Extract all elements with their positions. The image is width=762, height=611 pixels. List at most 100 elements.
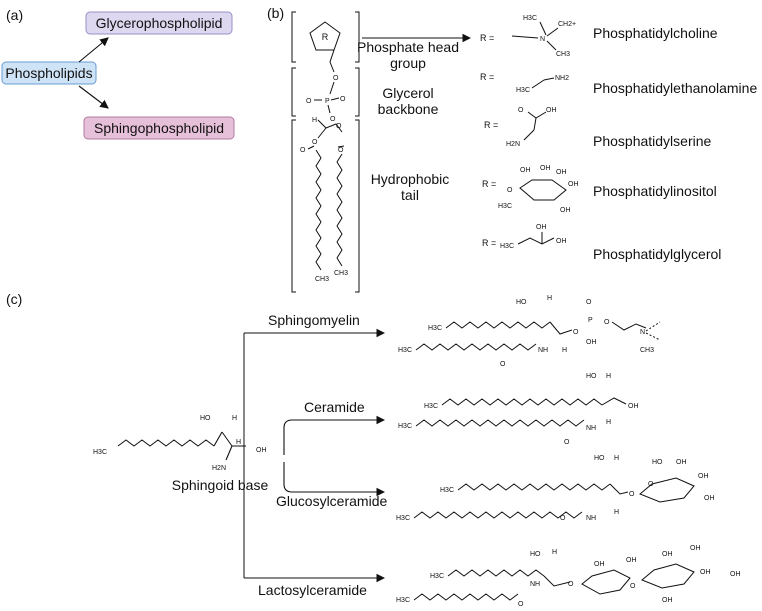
sm-n: N <box>640 329 645 336</box>
species-phosphatidylinositol: Phosphatidylinositol <box>593 183 717 199</box>
arrow-ceramide <box>283 415 386 455</box>
r-linker <box>329 49 335 73</box>
sphingoid-wedge-nh2 <box>225 445 233 461</box>
lac-o-1: O <box>568 581 574 588</box>
cer-o: O <box>564 439 570 446</box>
inositol-oh-2: OH <box>556 169 567 176</box>
sphingoid-wedge-ho <box>213 431 223 447</box>
backbone-label-line2: backbone <box>378 101 439 117</box>
inositol-oh-1: OH <box>540 165 551 172</box>
headgroup-label-line2: group <box>390 55 426 71</box>
sm-p: P <box>588 317 593 324</box>
ethanolamine-nh2: NH2 <box>555 75 569 82</box>
sm-ho: HO <box>516 299 527 306</box>
sm-h3c-1: H3C <box>428 325 442 332</box>
lac-chain-2 <box>413 593 519 601</box>
serine-h2n: H2N <box>506 141 520 148</box>
panel-label-b: (b) <box>267 5 284 21</box>
sm-o-4: O <box>500 361 506 368</box>
glc-oh-2: OH <box>698 473 709 480</box>
inositol-oh-3: OH <box>568 181 579 188</box>
fatty-acid-chain-left <box>315 149 322 271</box>
glc-chain-2 <box>413 511 583 519</box>
glycerol-r-oh-1: OH <box>536 224 547 231</box>
atom-ch3-right: CH3 <box>334 270 348 277</box>
lac-nh: NH <box>530 581 540 588</box>
sm-o-2: O <box>586 299 592 306</box>
sphingoid-h-1: H <box>232 415 237 422</box>
serine-oh: OH <box>546 107 557 114</box>
choline-ch3: CH3 <box>556 51 570 58</box>
branch-glucosylceramide: Glucosylceramide <box>276 493 387 509</box>
glycerol-branch <box>317 127 327 139</box>
glycerophospholipid-box <box>85 11 233 35</box>
tail-label-line1: Hydrophobic <box>371 171 450 187</box>
sphingoid-h3c: H3C <box>93 449 107 456</box>
lac-h-1: H <box>552 549 557 556</box>
cer-nh: NH <box>586 425 596 432</box>
species-phosphatidylglycerol: Phosphatidylglycerol <box>593 246 721 262</box>
fatty-acid-chain-right <box>336 153 343 267</box>
headgroup-label-line1: Phosphate head <box>357 39 459 55</box>
carbonyl-left <box>307 145 315 150</box>
glc-ho: HO <box>594 455 605 462</box>
glycerophospholipid-label: Glycerophospholipid <box>96 15 223 31</box>
cer-h-1: H <box>606 373 611 380</box>
lac-backbone <box>543 575 571 587</box>
atom-ch3-left: CH3 <box>315 276 329 283</box>
glc-chain-1 <box>457 483 611 491</box>
serine-o: O <box>518 107 524 114</box>
glycerol-r-chain <box>517 237 555 245</box>
sm-o-3: O <box>604 319 610 326</box>
head-bracket-left <box>291 11 296 63</box>
atom-o-7: O <box>338 147 344 154</box>
choline-c-n <box>511 35 539 39</box>
cer-oh: OH <box>628 403 639 410</box>
r-prefix-3: R = <box>484 120 498 130</box>
sphingoid-base-label: Sphingoid base <box>172 477 269 493</box>
choline-h3c: H3C <box>523 15 537 22</box>
sm-oh: OH <box>586 339 597 346</box>
r-pentagon <box>309 21 341 51</box>
arrow-to-glycerophospholipid <box>78 37 109 63</box>
head-bracket-right <box>355 11 360 63</box>
lac-o-3: O <box>518 601 524 608</box>
cer-h3c-1: H3C <box>424 403 438 410</box>
atom-o-6: O <box>312 139 318 146</box>
cer-ho: HO <box>586 373 597 380</box>
sm-backbone <box>549 321 573 335</box>
serine-c-c <box>533 117 537 131</box>
r-prefix-4: R = <box>482 179 496 189</box>
tail-bracket-left <box>291 119 296 293</box>
glc-oh-3: OH <box>704 495 715 502</box>
panel-label-a: (a) <box>6 7 23 23</box>
sphingophospholipid-box <box>83 116 235 140</box>
arrow-glucosylceramide <box>283 462 386 497</box>
sm-n-me-2 <box>645 332 661 341</box>
sm-nh: NH <box>538 347 548 354</box>
sphingoid-h-2: H <box>236 439 241 446</box>
bond-o-p <box>329 81 335 95</box>
glc-ho-2: HO <box>652 459 663 466</box>
lac-ring-1 <box>581 569 631 595</box>
cer-backbone <box>601 397 627 406</box>
sm-chain-1 <box>445 321 551 329</box>
species-phosphatidylethanolamine: Phosphatidylethanolamine <box>593 80 757 96</box>
sm-o-1: O <box>573 329 579 336</box>
cer-chain-1 <box>441 398 603 406</box>
sm-ch3: CH3 <box>640 347 654 354</box>
atom-o-1: O <box>333 75 339 82</box>
carbonyl-right <box>337 145 345 148</box>
glc-h3c-2: H3C <box>396 515 410 522</box>
inositol-o: O <box>507 187 513 194</box>
sm-h-1: H <box>547 295 552 302</box>
lac-oh-2: OH <box>626 557 637 564</box>
atom-o-5: O <box>336 123 342 130</box>
branch-lactosylceramide: Lactosylceramide <box>258 582 367 598</box>
sm-h3c-2: H3C <box>398 347 412 354</box>
panel-label-c: (c) <box>6 291 22 307</box>
sphingoid-backbone <box>221 431 246 447</box>
atom-o-2: O <box>306 98 312 105</box>
